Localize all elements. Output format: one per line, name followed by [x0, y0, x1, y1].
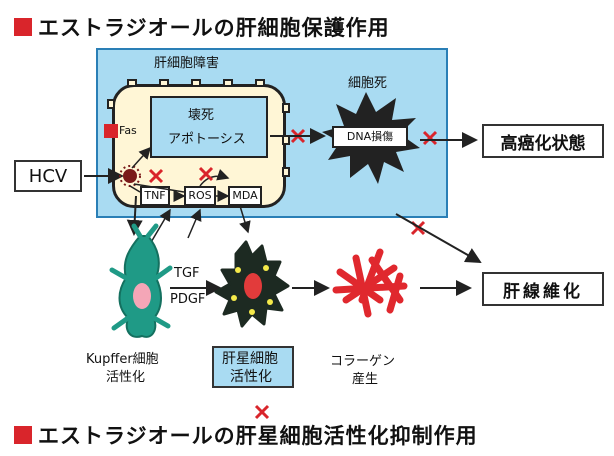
kupffer-to-tnf-arrow [149, 208, 171, 245]
mda-to-stellate-arrow [239, 205, 251, 234]
kupffer-cell-icon [109, 223, 173, 338]
stellate-label-line2: 活性化 [230, 369, 272, 385]
ros-to-mda-arrow [199, 168, 230, 187]
red-square-icon [14, 426, 32, 444]
fas-label: Fas [119, 124, 137, 137]
ros-box: ROS [184, 186, 216, 206]
necrosis-label: 壊死 [188, 108, 215, 123]
apoptosis-label: アポトーシス [168, 132, 246, 147]
bottom-heading-text: エストラジオールの肝星細胞活性化抑制作用 [38, 424, 478, 448]
bottom-heading: エストラジオールの肝星細胞活性化抑制作用 [14, 420, 478, 450]
virus-to-ros-line [133, 183, 185, 193]
virus-to-apoptosis-arrow [131, 146, 152, 169]
kupffer-label-line1: Kupffer細胞 [86, 352, 159, 367]
cell-membrane-bumps [107, 79, 290, 177]
cell-death-label: 細胞死 [348, 76, 388, 91]
stellate-activation-box [212, 346, 294, 388]
liver-fibrosis-box: 肝線維化 [482, 272, 604, 306]
pdgf-label: PDGF [170, 292, 206, 307]
red-square-icon [14, 18, 32, 36]
collagen-fibers-icon [332, 248, 408, 318]
kupffer-label-line2: 活性化 [106, 370, 146, 385]
tgf-label: TGF [174, 266, 200, 281]
top-heading: エストラジオールの肝細胞保護作用 [14, 12, 390, 42]
stellate-label-line1: 肝星細胞 [222, 351, 278, 367]
hcv-virus-icon [119, 165, 141, 187]
panel-to-fibrosis-arrow [395, 213, 482, 263]
collagen-label-line2: 産生 [352, 372, 379, 387]
stellate-cell-icon [214, 240, 290, 328]
fas-receptor-icon [104, 124, 118, 138]
top-heading-text: エストラジオールの肝細胞保護作用 [38, 16, 390, 40]
necrosis-apoptosis-box [150, 96, 268, 158]
hcv-box: HCV [14, 160, 82, 192]
virus-to-tnf-line [129, 185, 141, 193]
collagen-label-line1: コラーゲン [330, 354, 396, 369]
dna-damage-box: DNA損傷 [332, 126, 408, 148]
stellate-to-ros-arrow [187, 208, 202, 239]
panel-title: 肝細胞障害 [154, 56, 220, 71]
carcinogenic-state-box: 高癌化状態 [482, 124, 604, 158]
